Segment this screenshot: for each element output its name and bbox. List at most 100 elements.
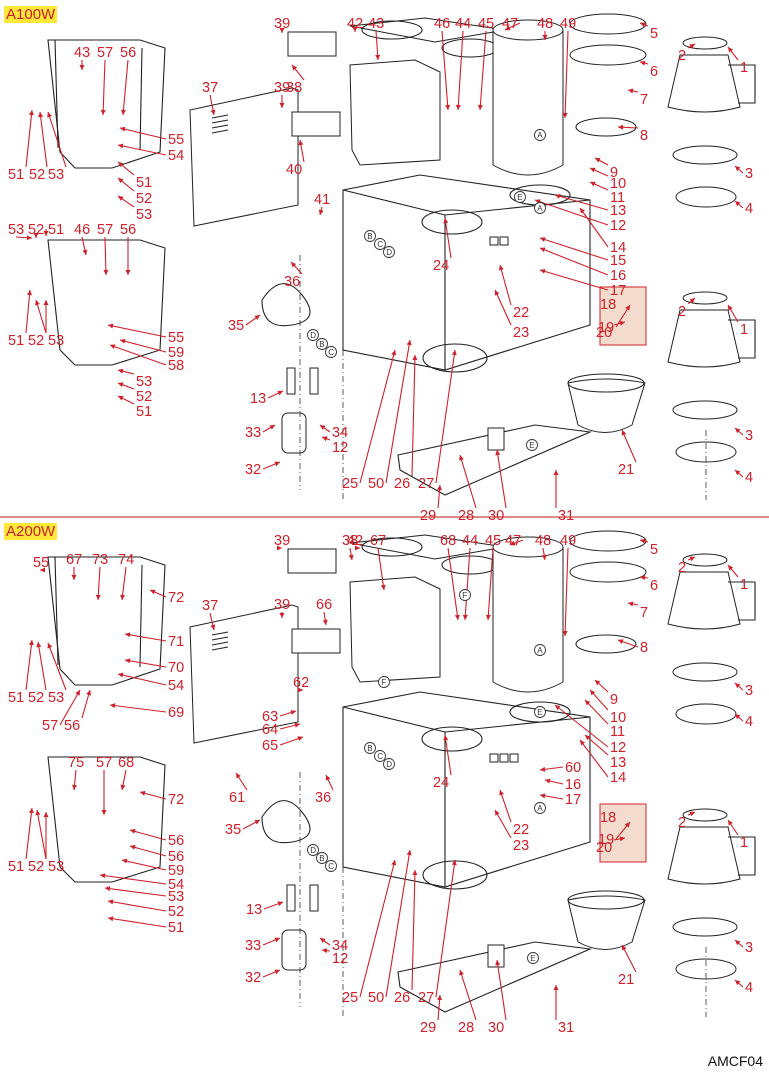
marker-letter: C — [377, 752, 383, 761]
callout-a200w-39: 39 — [274, 597, 290, 618]
arrowhead-icon — [47, 112, 52, 118]
leader-line — [621, 429, 637, 463]
arrowhead-icon — [406, 850, 412, 856]
arrowhead-icon — [618, 639, 624, 645]
arrowhead-icon — [380, 584, 386, 590]
bottom-ring — [422, 343, 488, 373]
arrowhead-icon — [540, 247, 546, 253]
callout-a100w-46: 46 — [74, 222, 90, 256]
vent-slot — [211, 129, 229, 134]
callout-a200w-11: 11 — [584, 699, 625, 740]
arrowhead-icon — [210, 624, 216, 630]
arrowhead-icon — [562, 630, 568, 636]
callout-a200w-67: 67 — [66, 552, 82, 580]
decanter-drawing — [667, 54, 741, 113]
callout-number: 66 — [316, 597, 332, 613]
callout-number: 39 — [274, 533, 290, 549]
callout-a200w-13: 13 — [246, 901, 284, 918]
callout-a200w-53: 53 — [43, 812, 64, 875]
callout-a100w-51: 51 — [8, 289, 33, 349]
callout-number: 32 — [245, 970, 261, 986]
arrowhead-icon — [105, 886, 111, 892]
arrowhead-icon — [43, 812, 49, 817]
callout-a100w-55: 55 — [119, 126, 184, 148]
callout-a200w-33: 33 — [245, 937, 281, 954]
callout-a100w-43: 43 — [368, 16, 384, 61]
leader-line — [39, 111, 48, 168]
callout-a200w-5: 5 — [639, 538, 658, 558]
water-cylinder-drawing — [492, 30, 564, 176]
marker-circle — [316, 852, 328, 864]
callout-number: 13 — [250, 391, 266, 407]
heating-coil-drawing — [575, 634, 637, 654]
callout-number: 52 — [136, 389, 152, 405]
callout-number: 27 — [418, 476, 434, 492]
callout-a200w-21: 21 — [618, 944, 637, 988]
leader-line — [36, 809, 47, 860]
arrowhead-icon — [735, 428, 741, 434]
callout-a100w-16: 16 — [539, 247, 626, 284]
callout-number: 51 — [8, 690, 24, 706]
marker-circle — [364, 742, 376, 754]
callout-a100w-12: 12 — [534, 199, 626, 234]
spray-ring-drawing — [569, 561, 647, 583]
arrowhead-icon — [640, 60, 646, 66]
callout-number: 37 — [202, 598, 218, 614]
leader-line — [464, 547, 471, 621]
decanter-handle — [728, 319, 756, 359]
marker-letter: E — [530, 954, 535, 963]
arrowhead-icon — [35, 810, 41, 816]
callout-a100w-1: 1 — [727, 46, 748, 76]
arrowhead-icon — [454, 614, 460, 620]
marker-circle — [325, 346, 337, 358]
leader-line — [129, 829, 167, 841]
leader-line — [457, 30, 464, 111]
arrowhead-icon — [75, 690, 80, 696]
callout-a100w-3: 3 — [734, 165, 753, 182]
arrowhead-icon — [590, 167, 596, 173]
callout-number: 30 — [488, 508, 504, 524]
callout-a100w-37: 37 — [202, 80, 218, 116]
callout-a100w-24: 24 — [433, 217, 452, 274]
arrowhead-icon — [555, 705, 561, 711]
decanter-base-drawing — [675, 703, 737, 725]
callout-number: 38 — [286, 80, 302, 96]
callout-number: 41 — [314, 192, 330, 208]
arrowhead-icon — [120, 594, 126, 600]
callout-number: 22 — [513, 305, 529, 321]
arrowhead-icon — [298, 687, 303, 693]
transformer-drawing — [287, 548, 337, 574]
arrowhead-icon — [101, 810, 107, 815]
marker-letter: E — [537, 708, 542, 717]
connection-marker-a200w-A: A — [534, 644, 546, 656]
connection-marker-a100w-A: A — [534, 202, 546, 214]
callout-number: 20 — [596, 325, 612, 341]
callout-a100w-43: 43 — [74, 45, 90, 70]
tube-drawing — [286, 367, 296, 395]
arrowhead-icon — [595, 158, 601, 163]
callout-a100w-53: 53 — [117, 195, 152, 223]
callout-number: 68 — [118, 755, 134, 771]
leader-line — [584, 699, 609, 725]
callout-a200w-22: 22 — [499, 789, 529, 838]
callout-number: 6 — [650, 64, 658, 80]
model-badge-a100w: A100W — [4, 6, 58, 23]
callout-a100w-9: 9 — [594, 157, 618, 181]
arrowhead-icon — [495, 810, 500, 816]
callout-a200w-25: 25 — [342, 859, 397, 1006]
callout-a200w-73: 73 — [92, 552, 108, 601]
inner-tank-drawing — [349, 59, 441, 166]
leader-line — [107, 917, 167, 928]
switch-drawing — [499, 236, 509, 246]
connection-marker-a100w-D: D — [307, 329, 319, 341]
arrowhead-icon — [322, 436, 328, 442]
callout-a100w-50: 50 — [368, 339, 412, 492]
leader-line — [459, 454, 477, 509]
arrowhead-icon — [277, 901, 283, 907]
vent-slot — [211, 119, 229, 124]
arrowhead-icon — [499, 790, 504, 796]
marker-letter: A — [537, 646, 543, 655]
callout-number: 52 — [168, 904, 184, 920]
marker-circle — [307, 329, 319, 341]
callout-a100w-53: 53 — [8, 222, 33, 241]
